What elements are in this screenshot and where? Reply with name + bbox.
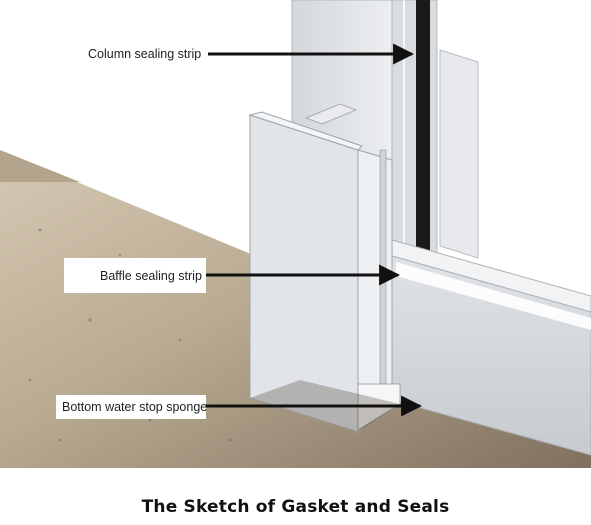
gasket-seal-diagram xyxy=(0,0,591,468)
beam-inner-groove xyxy=(396,262,591,330)
back-panel xyxy=(439,49,479,259)
baffle-sealing-strip-label: Baffle sealing strip xyxy=(64,258,206,293)
column-sealing-strip xyxy=(416,0,430,250)
column-sealing-strip-label: Column sealing strip xyxy=(82,45,208,63)
floor-speckles xyxy=(28,228,232,442)
figure-caption: The Sketch of Gasket and Seals xyxy=(141,497,450,517)
bottom-water-stop-sponge-label: Bottom water stop sponge xyxy=(56,395,207,419)
concrete-floor-edge xyxy=(0,150,80,182)
baffle-rear-plate xyxy=(304,103,358,125)
baffle-front-edge xyxy=(248,111,363,151)
